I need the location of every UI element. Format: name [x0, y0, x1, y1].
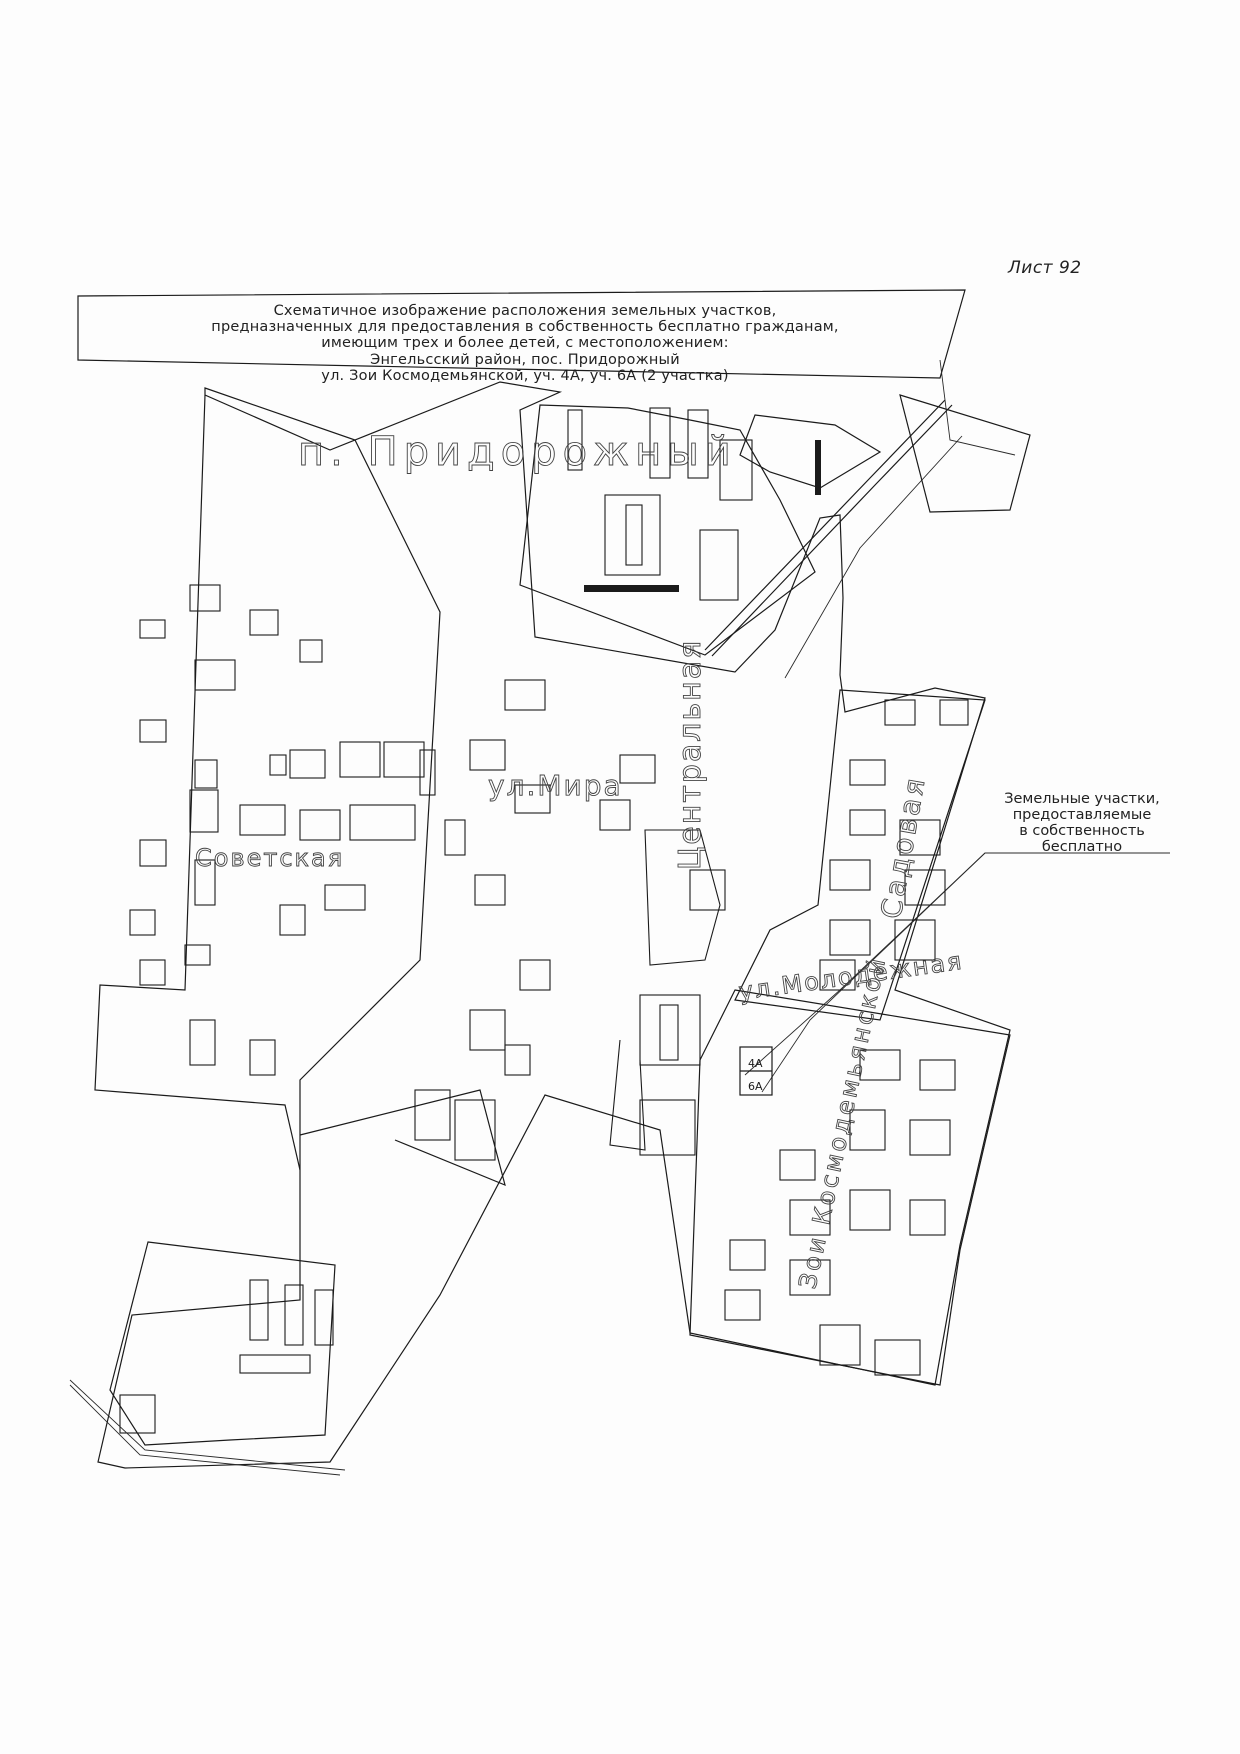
title-line: Энгельсский район, пос. Придорожный — [370, 351, 680, 368]
settlement-label: п. Придорожный — [298, 429, 737, 475]
title-line: Схематичное изображение расположения зем… — [273, 303, 777, 319]
street-label-kosmodemyanskoi: Зои Космодемьянской — [793, 953, 891, 1291]
callout-leader — [744, 852, 1170, 1076]
title-frame — [77, 289, 966, 379]
south-boundary — [299, 1089, 506, 1187]
callout-line: Земельные участки, — [1004, 791, 1160, 807]
ne-triangle — [899, 394, 1031, 513]
parcel-6a-label: 6А — [748, 1080, 763, 1093]
callout-line: бесплатно — [1041, 839, 1123, 855]
east-buildings — [724, 699, 969, 1376]
callout-label: Земельные участки, предоставляемые в соб… — [982, 791, 1182, 855]
settlement-boundary — [97, 381, 1011, 1469]
east-block-boundary — [734, 689, 986, 1021]
street-label-molodezhnaya: ул.Молодежная — [737, 947, 965, 1006]
central-buildings — [567, 407, 821, 1156]
sheet-number: Лист 92 — [1008, 258, 1082, 278]
street-label-tsentralnaya: Центральная — [673, 639, 708, 870]
parcel-4a-label: 4А — [748, 1057, 763, 1070]
title-line: имеющим трех и более детей, с местополож… — [321, 335, 729, 352]
west-boundary — [94, 394, 301, 1171]
west-buildings — [129, 584, 466, 1076]
street-label-sovetskaya: Советская — [195, 844, 344, 872]
title-line: предназначенных для предоставления в соб… — [211, 319, 839, 336]
callout-line: предоставляемые — [1012, 807, 1152, 823]
sw-industrial — [109, 1241, 336, 1446]
callout-line: в собственность — [1019, 823, 1145, 839]
map-title: Схематичное изображение расположения зем… — [150, 303, 900, 384]
street-label-mira: ул.Мира — [488, 769, 623, 802]
industrial-zone — [519, 404, 816, 656]
middle-buildings — [414, 679, 656, 1161]
